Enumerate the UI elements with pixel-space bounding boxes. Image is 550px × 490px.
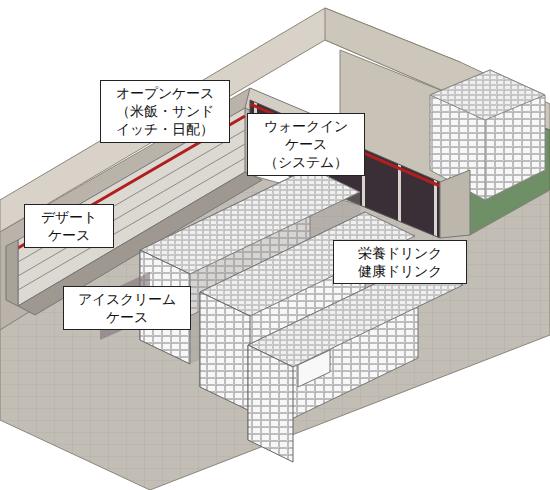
label-text: デザート ケース xyxy=(29,208,109,244)
label-box: オープンケース （米飯・サンド イッチ・日配） xyxy=(100,80,230,143)
label-text: アイスクリーム ケース xyxy=(68,290,186,326)
drink-shelf xyxy=(248,263,463,462)
label-text: オープンケース （米飯・サンド イッチ・日配） xyxy=(105,84,225,139)
label-box: アイスクリーム ケース xyxy=(63,286,191,330)
label-text: 栄養ドリンク 健康ドリンク xyxy=(338,244,462,280)
label-box: ウォークイン ケース （システム） xyxy=(247,113,365,176)
label-box: デザート ケース xyxy=(24,204,114,248)
label-box: 栄養ドリンク 健康ドリンク xyxy=(333,240,467,284)
label-text: ウォークイン ケース （システム） xyxy=(252,117,360,172)
